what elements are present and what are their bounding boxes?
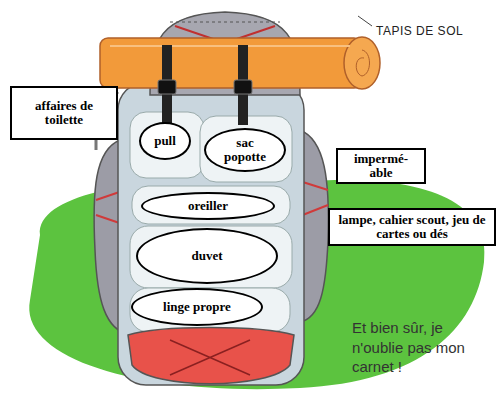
item-text: lampe, cahier scout, jeu de cartes ou dé… bbox=[334, 213, 490, 240]
mat-label: TAPIS DE SOL bbox=[376, 24, 476, 38]
item-text: sac popotte bbox=[216, 136, 274, 163]
label-box: lampe, cahier scout, jeu de cartes ou dé… bbox=[328, 208, 496, 246]
bottom-pocket bbox=[128, 328, 294, 384]
label-ellipse: pull bbox=[139, 122, 191, 160]
note-text: Et bien sûr, je n'oublie pas mon carnet … bbox=[352, 318, 480, 377]
item-text: impermé- able bbox=[342, 152, 420, 179]
sleeping-mat bbox=[100, 38, 362, 88]
item-text: linge propre bbox=[163, 300, 231, 314]
label-ellipse: duvet bbox=[136, 228, 278, 284]
label-box: impermé- able bbox=[336, 148, 426, 184]
item-text: pull bbox=[154, 134, 176, 148]
item-text: duvet bbox=[191, 249, 222, 263]
item-text: affaires de toilette bbox=[18, 99, 110, 126]
label-ellipse: linge propre bbox=[131, 288, 263, 326]
item-text: oreiller bbox=[188, 199, 228, 213]
label-ellipse: oreiller bbox=[141, 192, 275, 220]
bag-body bbox=[118, 82, 304, 385]
label-ellipse: sac popotte bbox=[204, 128, 286, 172]
label-box: affaires de toilette bbox=[10, 86, 118, 140]
